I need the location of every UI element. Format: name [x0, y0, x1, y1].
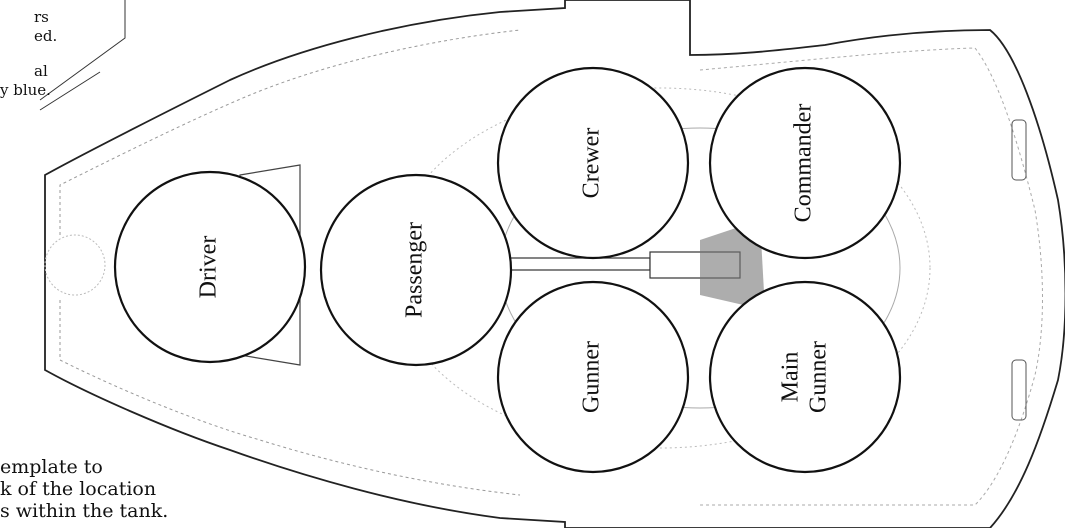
- hull-outline: [44, 0, 1065, 528]
- passenger-label: Passenger: [402, 222, 428, 318]
- top-note-line2: ed.: [34, 27, 58, 45]
- bottom-caption-line3: s within the tank.: [0, 500, 169, 522]
- main-gunner-seat-circle: [708, 280, 902, 474]
- gunner-seat-circle: [496, 280, 690, 474]
- commander-label: Commander: [791, 104, 817, 223]
- front-hatch: [44, 234, 106, 296]
- commander-seat-circle: [708, 66, 902, 260]
- rear-inner-line: [699, 47, 1043, 506]
- passenger-seat-circle: [319, 173, 513, 367]
- top-note-second: al y blue.: [0, 62, 51, 100]
- gunner-label: Gunner: [579, 341, 605, 413]
- bottom-caption-line2: k of the location: [0, 478, 157, 500]
- rear-grille-bottom: [1011, 359, 1027, 421]
- top-note-line3: al: [34, 62, 48, 80]
- bottom-caption: emplate to k of the location s within th…: [0, 456, 168, 522]
- top-note-line4: y blue.: [0, 81, 51, 99]
- rear-grille-top: [1011, 119, 1027, 181]
- driver-seat-circle: [113, 170, 307, 364]
- turret-ring: [389, 87, 931, 449]
- gun-barrel: [499, 257, 651, 271]
- bottom-caption-line1: emplate to: [0, 456, 103, 478]
- driver-label: Driver: [196, 236, 222, 299]
- top-note-line1: rs: [34, 8, 49, 26]
- callout-leader-line: [39, 0, 126, 111]
- crewer-label: Crewer: [579, 128, 605, 199]
- gun-mantlet: [700, 220, 765, 310]
- crewer-seat-circle: [496, 66, 690, 260]
- top-note: rs ed.: [34, 8, 57, 46]
- hull-inner-line: [59, 29, 521, 496]
- main-gunner-label-line2: Gunner: [806, 341, 832, 413]
- main-gunner-label-line1: Main: [778, 352, 804, 403]
